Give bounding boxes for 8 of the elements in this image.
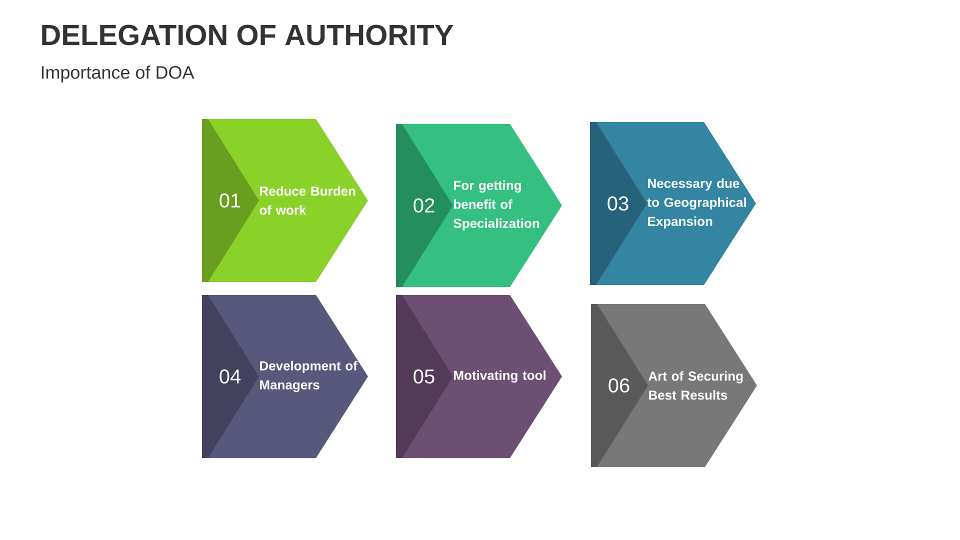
chevron-box: 04 Development of Managers <box>202 294 368 458</box>
subtitle: Importance of DOA <box>42 66 194 82</box>
chevron-box: 06 Art of Securing Best Results <box>591 304 757 467</box>
title: DELEGATION OF AUTHORITY <box>42 24 454 46</box>
chevron-box: 05 Motivating tool <box>396 294 562 458</box>
chevron-box: 01 Reduce Burden of work <box>202 119 368 282</box>
chevron-box: 03 Necessary due to Geographical Expansion <box>590 122 756 285</box>
chevron-box: 02 For getting benefit of Specialization <box>396 124 562 287</box>
